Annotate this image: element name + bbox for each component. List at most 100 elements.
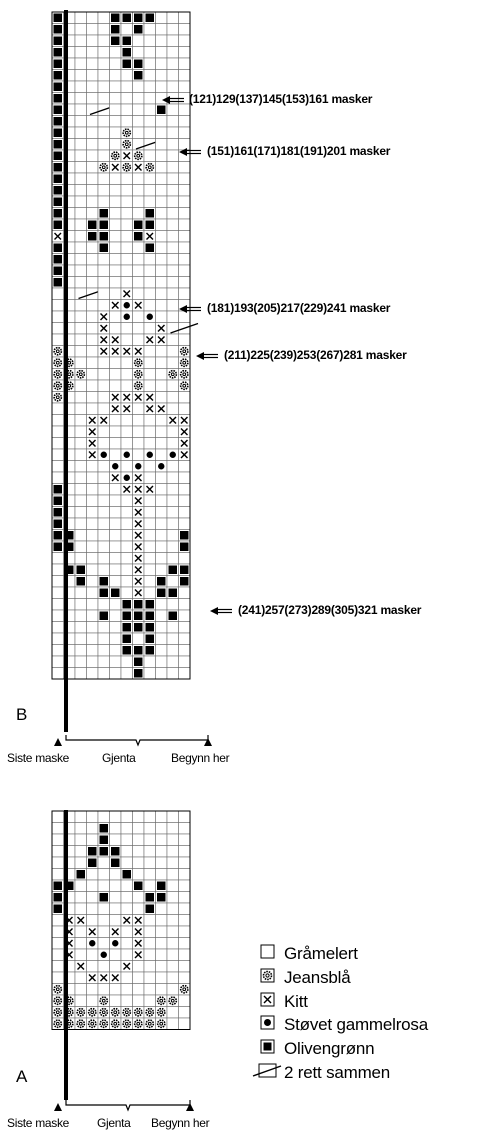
cell <box>109 655 122 668</box>
cell <box>166 345 179 358</box>
cell <box>74 103 87 116</box>
square-stitch <box>111 13 120 22</box>
cell <box>143 414 156 427</box>
cell <box>97 184 110 197</box>
chart-b-repeat-bracket <box>65 735 209 747</box>
cell <box>97 621 110 634</box>
cross-stitch <box>88 439 96 447</box>
cell <box>132 448 145 461</box>
ring-stitch <box>53 346 63 356</box>
cell <box>166 621 179 634</box>
cell <box>120 92 133 105</box>
cell <box>97 856 110 869</box>
cell <box>74 230 87 243</box>
square-stitch <box>99 835 108 844</box>
cell <box>74 126 87 139</box>
cell <box>155 517 168 530</box>
cell <box>74 586 87 599</box>
cell <box>155 172 168 185</box>
cross-stitch <box>111 347 119 355</box>
cell <box>74 379 87 392</box>
cell <box>51 667 64 680</box>
square-stitch <box>180 577 189 586</box>
square-stitch <box>122 48 131 57</box>
cell <box>86 517 99 530</box>
square-stitch <box>111 588 120 597</box>
cell <box>166 115 179 128</box>
cell <box>132 402 145 415</box>
cell <box>109 575 122 588</box>
square-stitch <box>99 588 108 597</box>
cell <box>166 253 179 266</box>
annotation-arrow <box>179 148 201 156</box>
ring-stitch <box>179 984 189 994</box>
cell <box>86 575 99 588</box>
chart-b-caption-start: Begynn her <box>171 751 230 765</box>
legend-label-olivengronn: Olivengrønn <box>284 1039 375 1058</box>
cell <box>166 937 179 950</box>
cell <box>74 644 87 657</box>
chart-a-grid <box>51 810 191 1030</box>
cell <box>132 34 145 47</box>
cell <box>51 563 64 576</box>
chart-b-row <box>51 356 191 369</box>
square-stitch <box>145 646 154 655</box>
chart-a-arrow-start <box>186 1103 194 1111</box>
cell <box>51 448 64 461</box>
cell <box>51 621 64 634</box>
cell <box>132 115 145 128</box>
cell <box>86 833 99 846</box>
cell <box>166 517 179 530</box>
cross-stitch <box>123 962 131 970</box>
square-stitch <box>145 634 154 643</box>
cell <box>86 632 99 645</box>
cell <box>178 333 191 346</box>
cell <box>51 460 64 473</box>
cell <box>155 983 168 996</box>
cross-stitch <box>100 974 108 982</box>
cell <box>120 356 133 369</box>
annotation-row-4: (211)225(239)253(267)281 masker <box>224 348 407 362</box>
chart-b-arrow-last <box>54 738 62 746</box>
cross-stitch <box>134 497 142 505</box>
cell <box>132 207 145 220</box>
cell <box>132 437 145 450</box>
cell <box>120 845 133 858</box>
ring-stitch <box>122 1019 132 1029</box>
chart-b-row <box>51 391 191 404</box>
cross-stitch <box>111 405 119 413</box>
cell <box>155 948 168 961</box>
cell <box>166 667 179 680</box>
cell <box>155 126 168 139</box>
cell <box>166 810 179 823</box>
cell <box>51 425 64 438</box>
cell <box>166 925 179 938</box>
cell <box>109 218 122 231</box>
cell <box>74 425 87 438</box>
chart-b-border <box>51 11 191 680</box>
cell <box>109 322 122 335</box>
square-stitch <box>53 904 62 913</box>
cell <box>97 402 110 415</box>
cell <box>178 891 191 904</box>
cell <box>166 483 179 496</box>
cell <box>97 598 110 611</box>
cell <box>120 517 133 530</box>
chart-b-row <box>51 471 191 484</box>
cell <box>120 891 133 904</box>
cross-stitch <box>134 554 142 562</box>
cell <box>178 80 191 93</box>
cell <box>86 471 99 484</box>
cell <box>97 563 110 576</box>
cell <box>109 644 122 657</box>
cell <box>120 230 133 243</box>
dot-stitch <box>146 313 153 320</box>
cell <box>178 971 191 984</box>
cell <box>155 184 168 197</box>
cell <box>51 845 64 858</box>
ring-stitch <box>53 996 63 1006</box>
square-stitch <box>111 847 120 856</box>
cell <box>132 971 145 984</box>
cell <box>178 960 191 973</box>
cell <box>178 655 191 668</box>
